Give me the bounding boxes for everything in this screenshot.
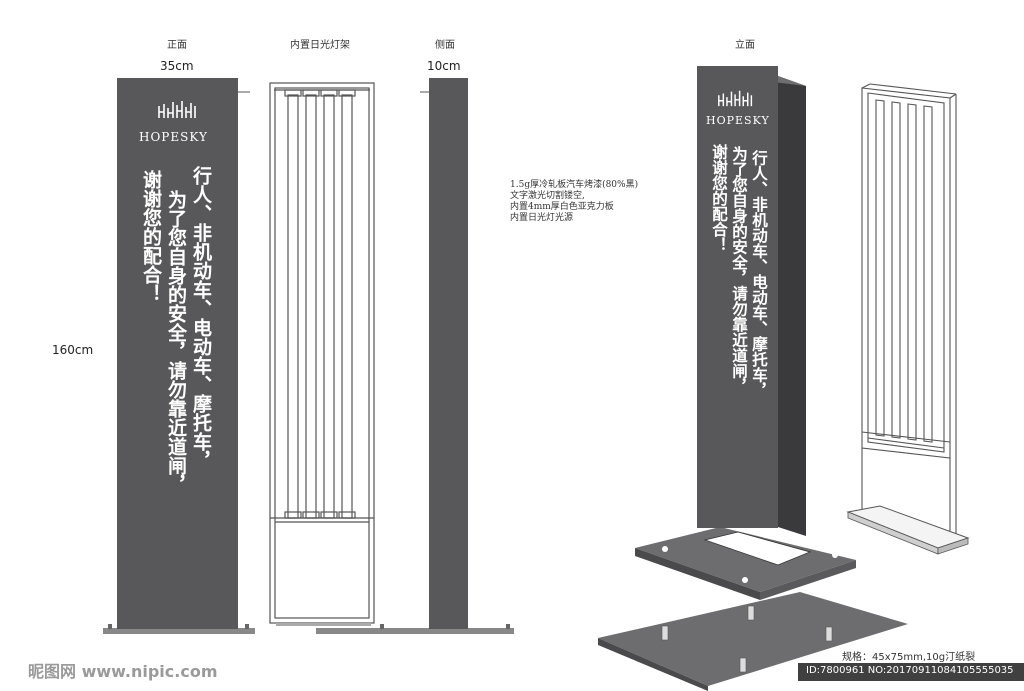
sign-text-column-2: 为了您自身的安全，请勿靠近道闸，: [165, 190, 187, 494]
frame-base: [276, 623, 371, 626]
light-frame-label: 内置日光灯架: [290, 40, 350, 51]
base-bolt: [661, 625, 669, 641]
footer-site: 昵图网 www.nipic.com: [28, 662, 218, 681]
material-note: 内置日光灯光源: [510, 213, 574, 223]
material-note: 文字激光切割镂空,: [510, 191, 585, 201]
sign-text-column-2: 为了您自身的安全，请勿靠近道闸，: [730, 146, 748, 394]
base-cutout: [703, 531, 812, 566]
side-base-bolt: [506, 624, 510, 629]
perspective-sign-front: HOPESKY 行人、非机动车、电动车、摩托车， 为了您自身的安全，请勿靠近道闸…: [697, 66, 778, 528]
lower-base-edge: [598, 638, 708, 691]
width-dimension: 35cm: [160, 59, 194, 73]
front-view-label: 正面: [167, 40, 187, 51]
side-base-plate: [316, 628, 514, 634]
footer-size-note: 规格：45x75mm,10g汀纸裂: [842, 652, 976, 663]
sign-side-face: [778, 76, 806, 536]
side-view-label: 侧面: [435, 40, 455, 51]
upper-base-edge-right: [760, 560, 856, 600]
upper-base-edge: [635, 548, 760, 600]
frame-base-edge-right: [937, 537, 969, 555]
sign-text-column-1: 行人、非机动车、电动车、摩托车，: [750, 150, 768, 398]
base-bolt: [747, 605, 755, 621]
brand-name: HOPESKY: [139, 130, 208, 144]
base-hole: [832, 552, 838, 558]
front-base-bolt: [108, 624, 112, 629]
sign-text-column-3: 谢谢您的配合！: [710, 144, 728, 253]
sign-text-column-1: 行人、非机动车、电动车、摩托车，: [190, 166, 212, 470]
footer-id-bar: [798, 663, 1024, 681]
front-base-plate: [103, 628, 255, 634]
sign-text-column-3: 谢谢您的配合！: [140, 170, 162, 303]
front-panel: HOPESKY 行人、非机动车、电动车、摩托车， 为了您自身的安全，请勿靠近道闸…: [117, 78, 238, 629]
material-note: 1.5g厚冷轧板汽车烤漆(80%黑): [510, 180, 639, 190]
lower-base-plate: [598, 592, 908, 686]
perspective-light-frame: [861, 83, 957, 548]
base-hole: [742, 577, 748, 583]
base-bolt: [825, 626, 833, 642]
base-hole: [662, 546, 668, 552]
front-base-bolt: [245, 624, 249, 629]
material-notes: 1.5g厚冷轧板汽车烤漆(80%黑) 文字激光切割镂空, 内置4mm厚白色亚克力…: [510, 180, 638, 224]
base-bolt: [739, 657, 747, 673]
footer-id: ID:7800961 NO:20170911084105555035: [806, 665, 1014, 676]
depth-dimension: 10cm: [427, 59, 461, 73]
hopesky-logo-icon: [717, 88, 755, 108]
material-note: 内置4mm厚白色亚克力板: [510, 202, 614, 212]
side-panel: [429, 78, 468, 629]
hopesky-logo-icon: [157, 98, 199, 120]
side-base-bolt: [380, 624, 384, 629]
height-dimension: 160cm: [52, 343, 94, 357]
light-frame: [269, 82, 375, 624]
upper-base-plate: [635, 527, 856, 592]
perspective-view-label: 立面: [735, 40, 755, 51]
brand-name: HOPESKY: [706, 114, 770, 127]
